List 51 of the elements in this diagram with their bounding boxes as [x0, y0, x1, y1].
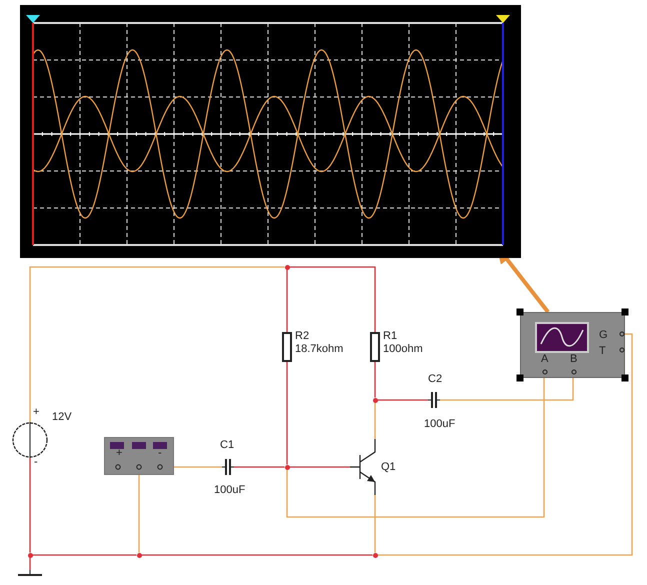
component-value: 18.7kohm [295, 343, 344, 355]
voltage-source-symbol [12, 422, 48, 458]
terminal-label: T [599, 345, 606, 357]
component-name: R2 [295, 330, 310, 342]
function-generator [104, 437, 174, 475]
component-value: 100uF [214, 484, 246, 496]
capacitor-symbol [428, 391, 440, 409]
transistor-symbol [350, 439, 378, 495]
component-name: R1 [383, 330, 398, 342]
wire [138, 475, 140, 552]
polarity-sign: - [158, 447, 162, 459]
component-name: Q1 [381, 461, 396, 473]
oscilloscope-screen [20, 5, 521, 258]
component-name: C2 [428, 373, 442, 385]
wire [290, 466, 350, 468]
capacitor-symbol [222, 458, 234, 476]
wire [374, 402, 376, 439]
terminal-label: G [599, 329, 608, 341]
wire [286, 362, 288, 464]
junction-dot [284, 264, 290, 270]
voltage-label: 12V [52, 411, 72, 423]
resistor-symbol [370, 332, 380, 362]
terminal-label: A [541, 353, 548, 365]
wire [290, 266, 376, 332]
wire [174, 466, 222, 468]
wire [29, 558, 31, 570]
junction-dot [284, 464, 290, 470]
junction-dot [372, 398, 378, 402]
wire [234, 466, 284, 468]
junction-dot [372, 552, 378, 558]
junction-dot [28, 552, 32, 558]
polarity-sign: + [116, 447, 122, 459]
wire [29, 266, 284, 422]
wire [142, 554, 372, 556]
polarity-sign: - [34, 456, 38, 468]
polarity-sign: + [33, 406, 40, 418]
wire [378, 399, 428, 401]
wire [286, 378, 545, 518]
wire [440, 378, 574, 401]
component-value: 100ohm [383, 343, 423, 355]
component-name: C1 [220, 439, 234, 451]
wire [378, 333, 633, 556]
wire [374, 495, 376, 552]
junction-dot [136, 552, 142, 558]
resistor-symbol [282, 332, 292, 362]
wire [374, 362, 376, 398]
wire [32, 554, 136, 556]
component-value: 100uF [424, 418, 456, 430]
wire [29, 458, 31, 552]
wire [286, 270, 288, 332]
terminal-label: B [570, 353, 578, 365]
